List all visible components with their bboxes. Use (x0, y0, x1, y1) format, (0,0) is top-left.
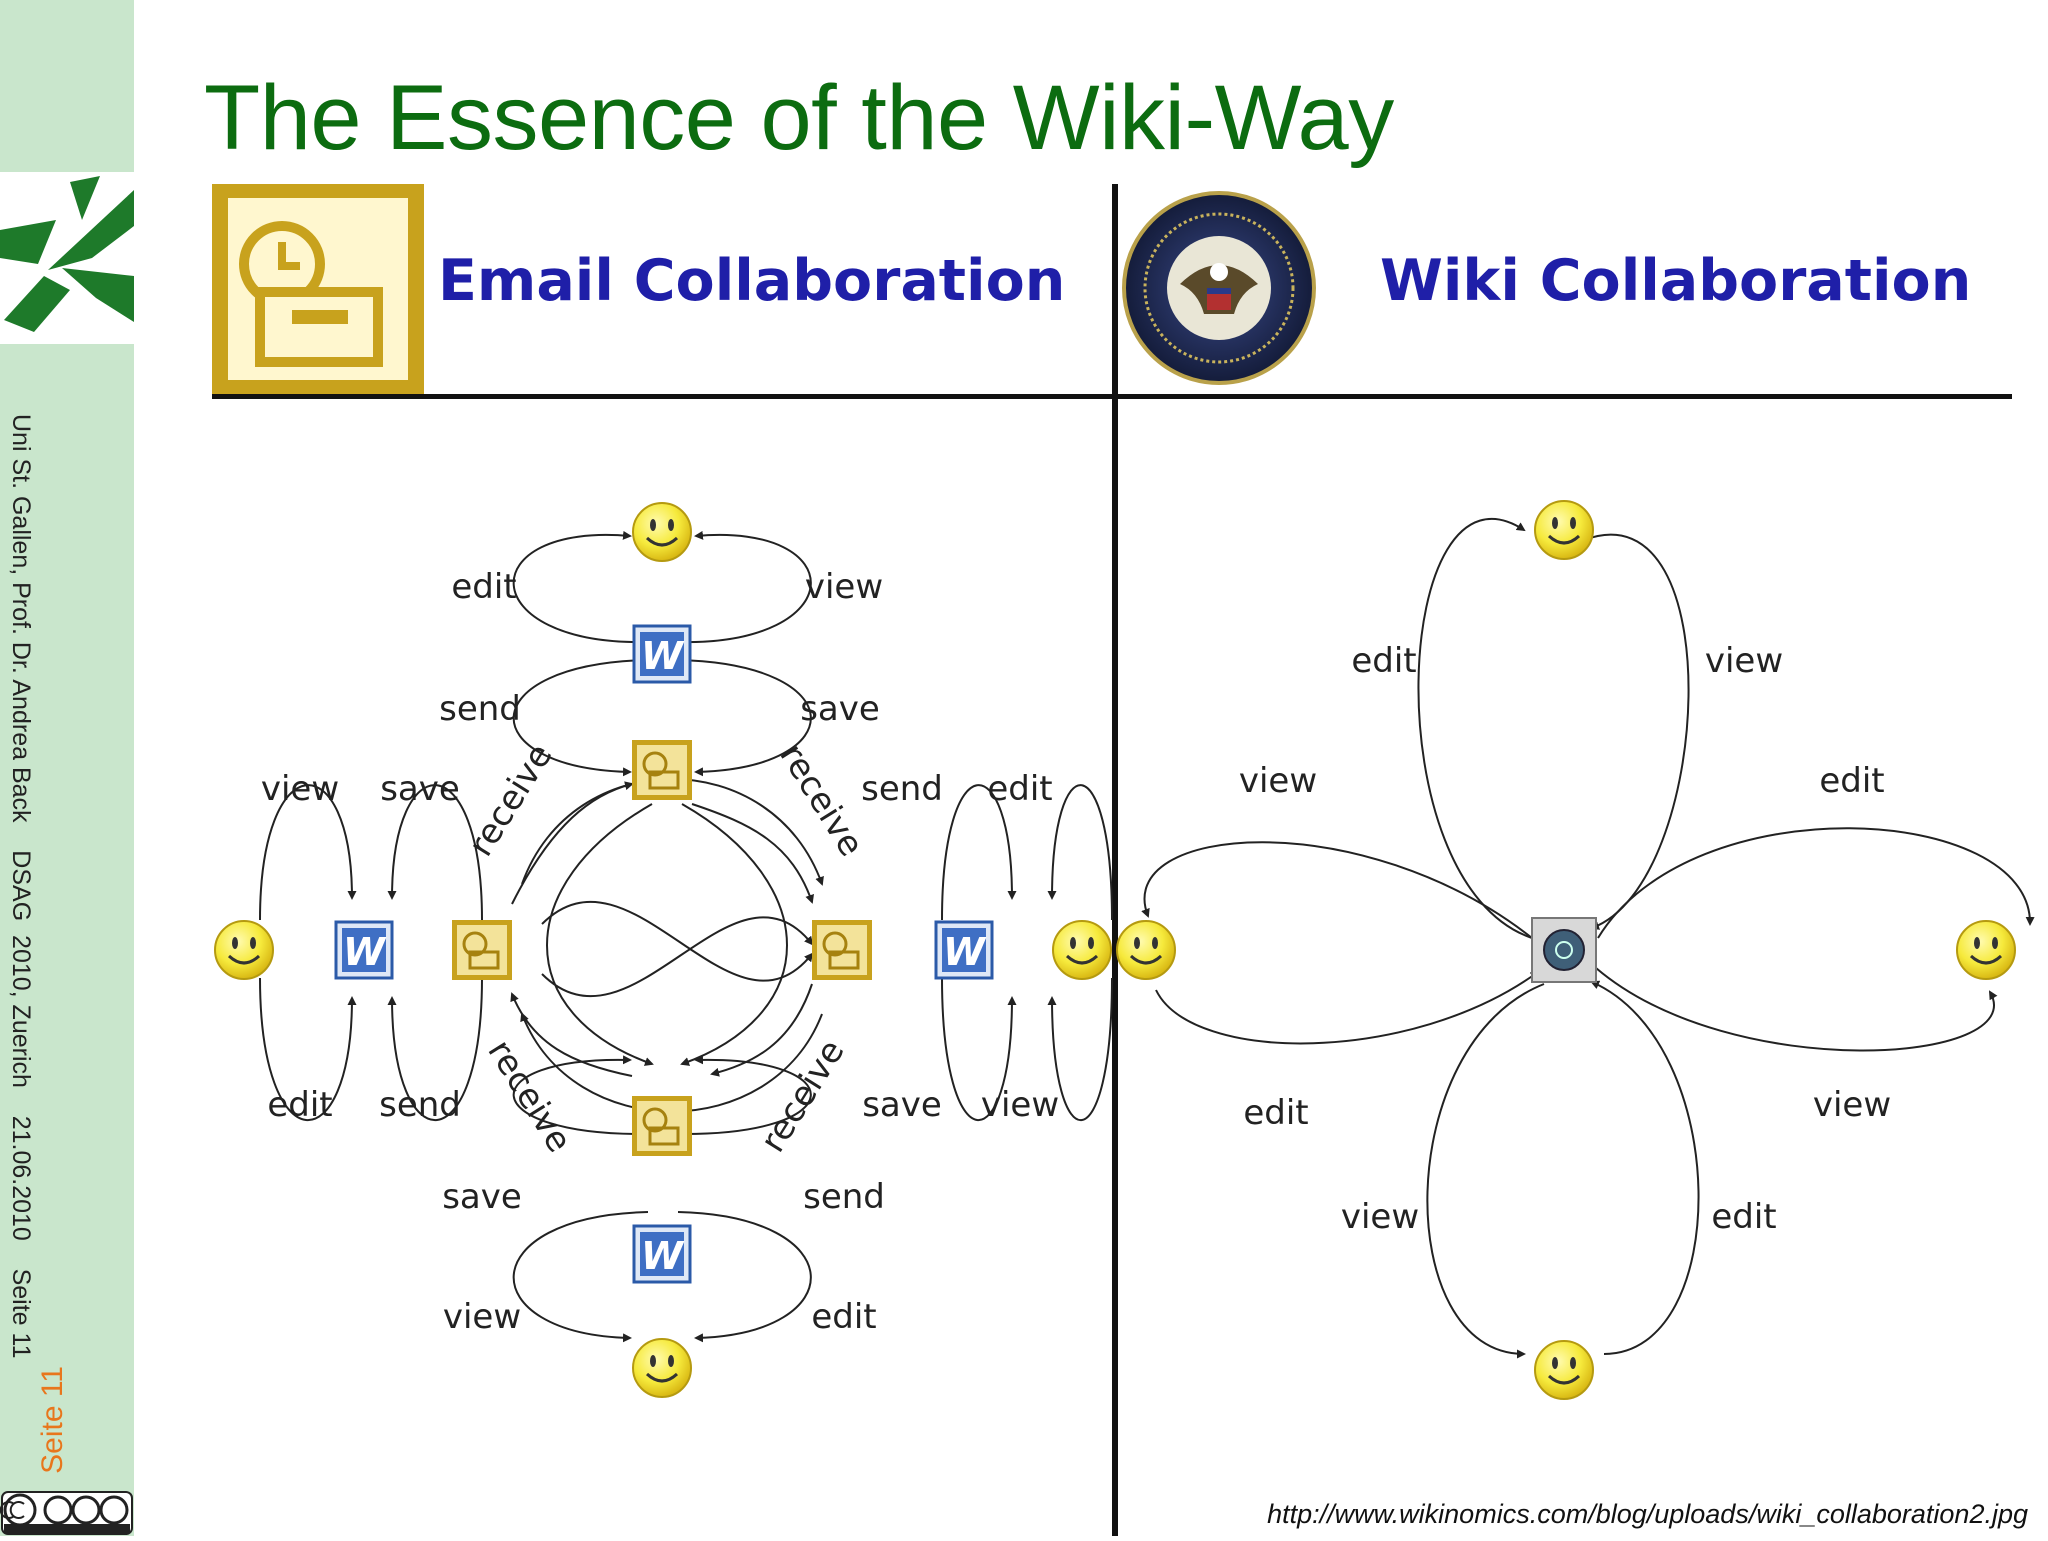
svg-text:W: W (641, 634, 685, 678)
user-smiley-icon (214, 920, 274, 980)
send-label: send (379, 1085, 461, 1125)
university-logo (0, 172, 134, 344)
sidebar: Uni St. Gallen, Prof. Dr. Andrea Back DS… (0, 0, 134, 1536)
view-arrow (1141, 841, 1533, 939)
outlook-mail-icon (632, 1096, 692, 1156)
view-label: view (1813, 1085, 1891, 1125)
edit-arrow (1155, 970, 1540, 1045)
collaboration-diagram: W W W W edit view send save view save send edit rec… (212, 184, 2048, 1536)
slide-title: The Essence of the Wiki-Way (204, 67, 1394, 169)
footer-text: Uni St. Gallen, Prof. Dr. Andrea Back DS… (7, 414, 35, 1359)
cc-by-nc-sa-icon (0, 1490, 134, 1536)
edit-label: edit (987, 769, 1052, 809)
receive-arrow (710, 983, 813, 1077)
save-label: save (862, 1085, 942, 1125)
edit-label: edit (267, 1085, 332, 1125)
seal-icon (1122, 191, 1316, 385)
send-label: send (861, 769, 943, 809)
source-url: http://www.wikinomics.com/blog/uploads/w… (1267, 1499, 2028, 1529)
edit-arrow (259, 977, 357, 1121)
edit-label: edit (811, 1297, 876, 1337)
view-label: view (1239, 761, 1317, 801)
outlook-icon (212, 184, 424, 394)
user-smiley-icon (632, 1338, 692, 1398)
edit-arrow (1590, 980, 1700, 1355)
wiki-page-icon (1531, 917, 1597, 983)
outlook-mail-icon (452, 920, 512, 980)
save-arrow (387, 784, 483, 921)
word-document-icon: W (632, 1224, 692, 1284)
svg-text:W: W (343, 930, 387, 974)
user-smiley-icon (1116, 920, 1176, 980)
receive-label: receive (479, 1033, 579, 1160)
save-arrow (512, 1055, 649, 1136)
edit-label: edit (1819, 761, 1884, 801)
edit-arrow (677, 1211, 812, 1343)
svg-text:W: W (641, 1234, 685, 1278)
view-arrow (1595, 967, 1998, 1052)
view-label: view (1705, 641, 1783, 681)
email-collaboration-header: Email Collaboration (438, 248, 1066, 314)
send-arrow (512, 659, 649, 777)
receive-arrow (691, 803, 814, 904)
wiki-collaboration-header: Wiki Collaboration (1380, 248, 1972, 314)
view-label: view (981, 1085, 1059, 1125)
edit-arrow (1597, 827, 2035, 939)
send-arrow (677, 1055, 812, 1136)
edit-label: edit (1711, 1197, 1776, 1237)
user-smiley-icon (632, 502, 692, 562)
send-arrow (387, 977, 483, 1121)
view-label: view (261, 769, 339, 809)
edit-arrow (512, 530, 649, 644)
edit-arrow (1047, 784, 1113, 921)
user-smiley-icon (1052, 920, 1112, 980)
send-arrow (941, 784, 1017, 921)
view-label: view (443, 1297, 521, 1337)
edit-label: edit (1351, 641, 1416, 681)
receive-label: receive (753, 1033, 853, 1160)
word-document-icon: W (934, 920, 994, 980)
send-label: send (803, 1177, 885, 1217)
save-label: save (800, 689, 880, 729)
outlook-mail-icon (632, 740, 692, 800)
receive-arrow (680, 803, 788, 1066)
view-arrow (512, 1211, 649, 1343)
view-arrow (1426, 983, 1545, 1359)
user-smiley-icon (1956, 920, 2016, 980)
view-arrow (259, 784, 357, 921)
receive-arrow (541, 916, 814, 998)
outlook-mail-icon (812, 920, 872, 980)
send-label: send (439, 689, 521, 729)
save-label: save (380, 769, 460, 809)
receive-arrow (541, 900, 814, 982)
view-label: view (805, 567, 883, 607)
receive-arrow (510, 992, 633, 1077)
edit-label: edit (451, 567, 516, 607)
view-arrow (1047, 977, 1113, 1122)
save-label: save (442, 1177, 522, 1217)
receive-label: receive (461, 737, 561, 864)
view-label: view (1341, 1197, 1419, 1237)
save-arrow (677, 659, 812, 777)
edit-label: edit (1243, 1093, 1308, 1133)
word-document-icon: W (632, 624, 692, 684)
edit-arrow (1417, 518, 1533, 939)
page-number: Seite 11 (36, 1366, 69, 1474)
user-smiley-icon (1534, 1340, 1594, 1400)
view-arrow (1583, 533, 1690, 930)
save-arrow (941, 977, 1017, 1122)
view-arrow (677, 530, 812, 644)
word-document-icon: W (334, 920, 394, 980)
receive-arrow (546, 803, 654, 1066)
center-divider (1112, 184, 1118, 1536)
svg-text:W: W (943, 930, 987, 974)
receive-label: receive (771, 737, 871, 864)
user-smiley-icon (1534, 500, 1594, 560)
